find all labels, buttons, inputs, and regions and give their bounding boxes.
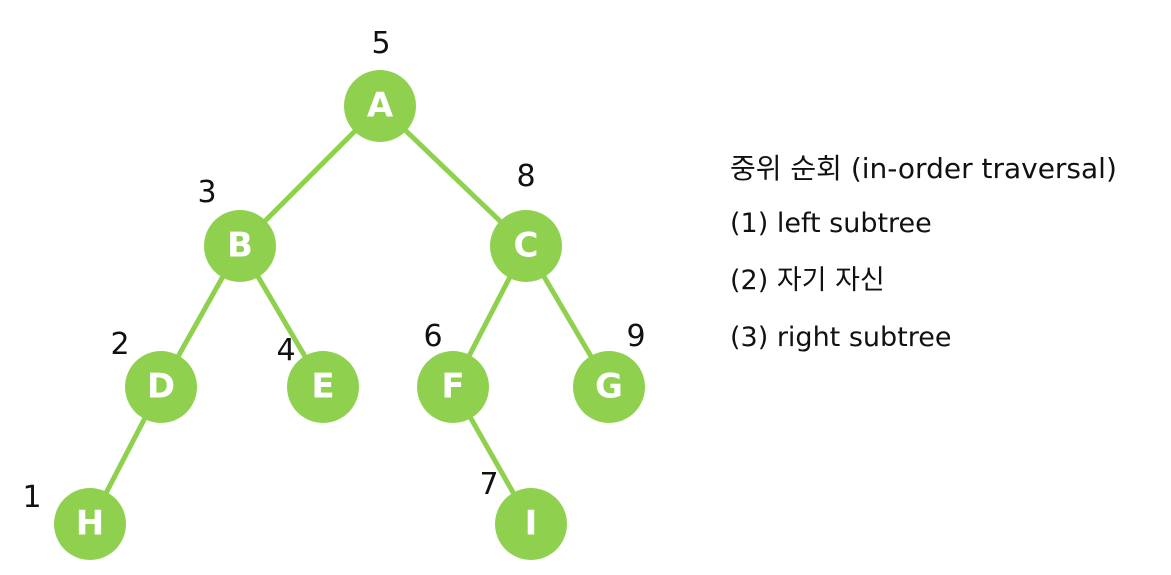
legend-title: 중위 순회 (in-order traversal)	[730, 152, 1117, 185]
traversal-order-a: 5	[371, 26, 390, 61]
node-label-i: I	[525, 504, 538, 544]
node-label-b: B	[227, 226, 253, 266]
node-label-h: H	[76, 504, 104, 544]
legend-item-self: (2) 자기 자신	[730, 265, 885, 296]
node-circle-g	[573, 351, 645, 423]
node-circle-a	[344, 70, 416, 142]
tree-node-d: D 2	[110, 327, 197, 423]
node-label-c: C	[514, 226, 539, 266]
tree-node-i: I 7	[479, 467, 567, 560]
tree-node-h: H 1	[22, 480, 126, 560]
tree-node-a: A 5	[344, 26, 416, 142]
tree-nodes: A 5 B 3 C 8 D 2 E 4 F 6	[22, 26, 646, 560]
traversal-legend: 중위 순회 (in-order traversal) (1) left subt…	[730, 150, 1170, 376]
node-circle-h	[54, 488, 126, 560]
node-label-a: A	[367, 86, 394, 126]
legend-item-right-subtree: (3) right subtree	[730, 322, 952, 353]
traversal-order-e: 4	[276, 333, 295, 368]
traversal-order-d: 2	[110, 327, 129, 362]
node-circle-i	[495, 488, 567, 560]
node-label-e: E	[311, 367, 334, 407]
traversal-order-f: 6	[423, 319, 442, 354]
traversal-order-i: 7	[479, 467, 498, 502]
traversal-order-h: 1	[22, 480, 41, 515]
traversal-order-c: 8	[516, 159, 535, 194]
node-circle-c	[490, 210, 562, 282]
traversal-order-g: 9	[626, 319, 645, 354]
node-label-d: D	[147, 367, 175, 407]
node-circle-e	[287, 351, 359, 423]
tree-node-e: E 4	[276, 333, 359, 423]
tree-node-b: B 3	[197, 175, 276, 282]
node-circle-d	[125, 351, 197, 423]
tree-node-c: C 8	[490, 159, 562, 282]
traversal-order-b: 3	[197, 175, 216, 210]
node-label-f: F	[441, 367, 464, 407]
node-circle-b	[204, 210, 276, 282]
legend-item-left-subtree: (1) left subtree	[730, 208, 932, 239]
tree-node-g: G 9	[573, 319, 646, 423]
node-circle-f	[417, 351, 489, 423]
node-label-g: G	[595, 367, 623, 407]
tree-node-f: F 6	[417, 319, 489, 423]
